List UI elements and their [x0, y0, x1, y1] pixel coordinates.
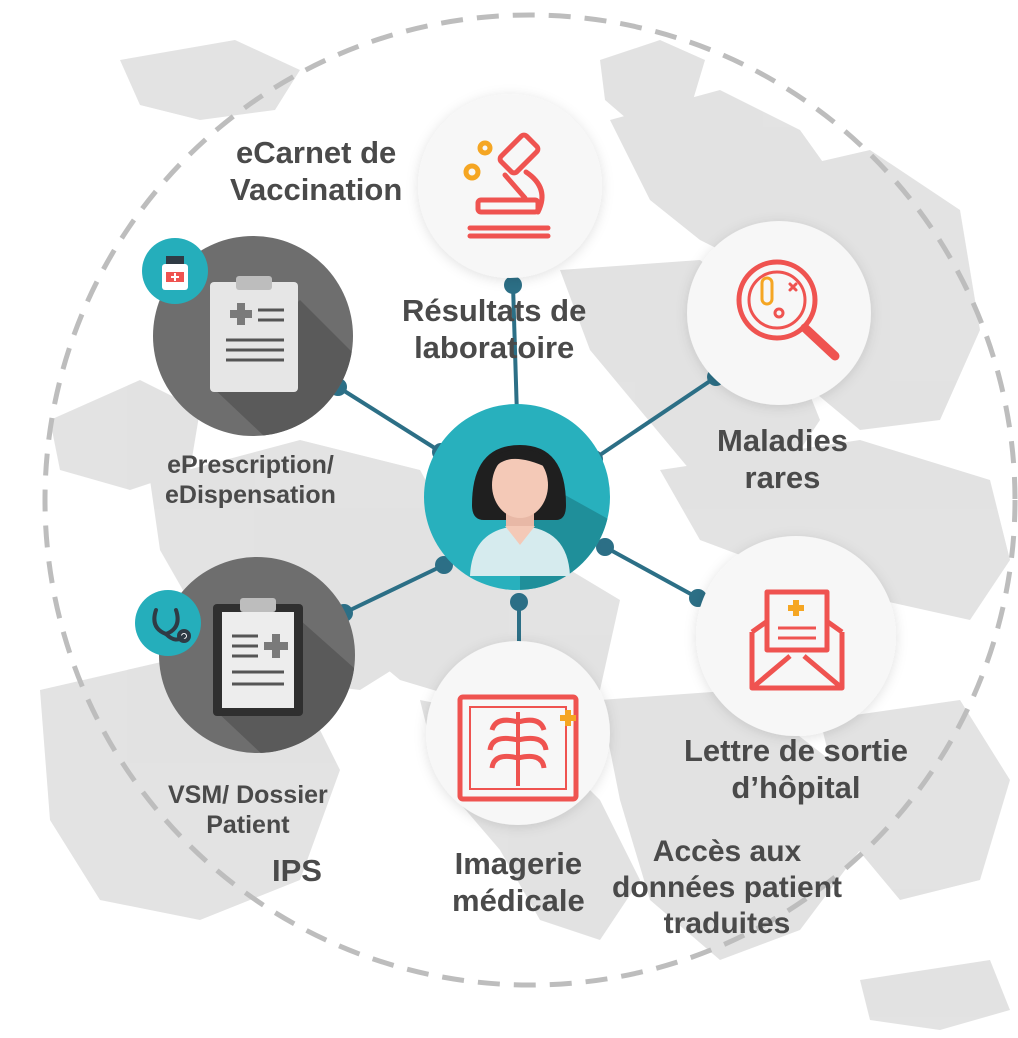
clipboard-stethoscope-icon — [213, 598, 303, 716]
medical-letter-envelope-icon — [749, 589, 845, 691]
node-patient-summary — [135, 557, 355, 753]
node-medical-imaging — [426, 641, 610, 825]
microscope-icon — [463, 132, 551, 239]
clipboard-medicine-icon — [210, 276, 298, 392]
woman-doctor-avatar-icon — [470, 445, 570, 576]
node-discharge-letter — [696, 536, 896, 736]
network-boundary-ring — [42, 12, 1018, 988]
label-ips: IPS — [272, 853, 322, 888]
medicine-bottle-icon — [162, 256, 188, 290]
stethoscope-icon — [152, 608, 191, 643]
label-eprescription: ePrescription/eDispensation — [165, 451, 336, 509]
magnifier-bacteria-icon — [736, 259, 840, 361]
node-lab-results — [418, 94, 602, 278]
node-eprescription — [142, 236, 353, 436]
xray-ribcage-icon — [457, 694, 579, 802]
node-rare-diseases — [687, 221, 871, 405]
